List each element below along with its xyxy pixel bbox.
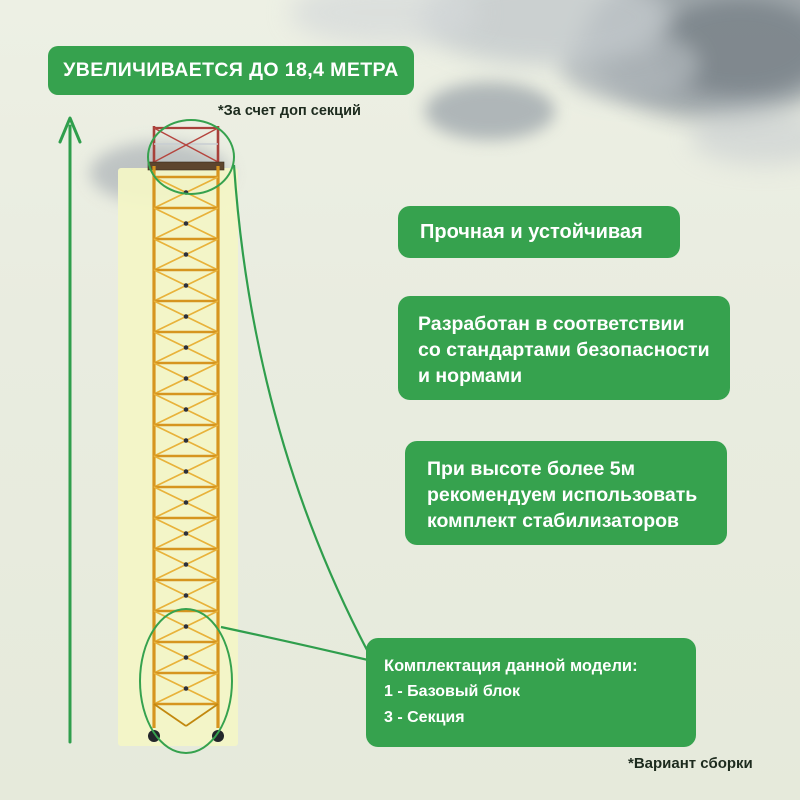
callout-line: Прочная и устойчивая (420, 220, 643, 243)
kit-item: 1 - Базовый блок (384, 683, 521, 700)
top-section-highlight (147, 119, 235, 195)
callout-line: рекомендуем использовать (427, 484, 698, 506)
callout-standards: Разработан в соответствии со стандартами… (398, 296, 730, 400)
kit-title: Комплектация данной модели: (384, 657, 638, 675)
callout-kit: Комплектация данной модели: 1 - Базовый … (366, 638, 696, 747)
callout-durable: Прочная и устойчивая (398, 206, 680, 258)
base-section-highlight (139, 608, 233, 754)
callout-line: и нормами (418, 365, 523, 387)
callout-line: со стандартами безопасности (418, 339, 710, 361)
sections-note: *За счет доп секций (218, 103, 361, 119)
callout-line: Разработан в соответствии (418, 313, 685, 335)
height-arrow (58, 116, 82, 744)
headline-text: УВЕЛИЧИВАЕТСЯ ДО 18,4 МЕТРА (63, 59, 399, 81)
callout-line: При высоте более 5м (427, 458, 636, 480)
callout-stabilizers: При высоте более 5м рекомендуем использо… (405, 441, 727, 545)
callout-line: комплект стабилизаторов (427, 510, 680, 532)
kit-item: 3 - Секция (384, 709, 465, 726)
cloud-right-wisp (690, 110, 800, 165)
cloud-mid-puff (425, 82, 555, 140)
headline-badge: УВЕЛИЧИВАЕТСЯ ДО 18,4 МЕТРА (48, 46, 414, 95)
assembly-note: *Вариант сборки (628, 755, 753, 772)
